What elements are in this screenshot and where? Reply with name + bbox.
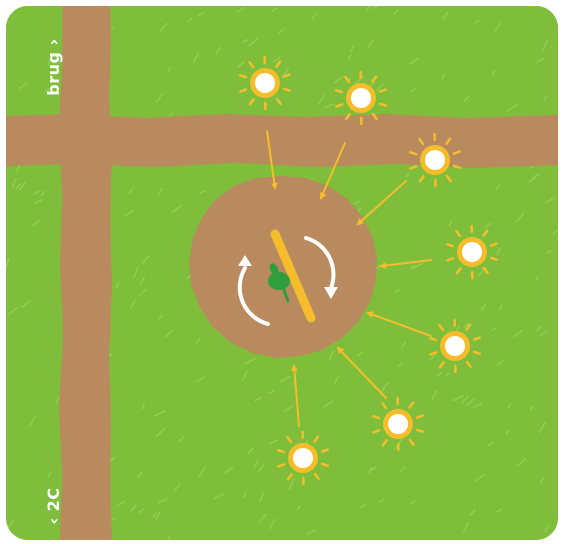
road-vertical bbox=[59, 6, 112, 540]
board-scene bbox=[6, 6, 558, 540]
road-link-2c[interactable]: ‹ 2C bbox=[43, 476, 65, 536]
road-link-brug[interactable]: brug › bbox=[43, 27, 65, 107]
game-board: brug › ‹ 2C bbox=[6, 6, 558, 540]
road-horizontal bbox=[6, 114, 558, 168]
